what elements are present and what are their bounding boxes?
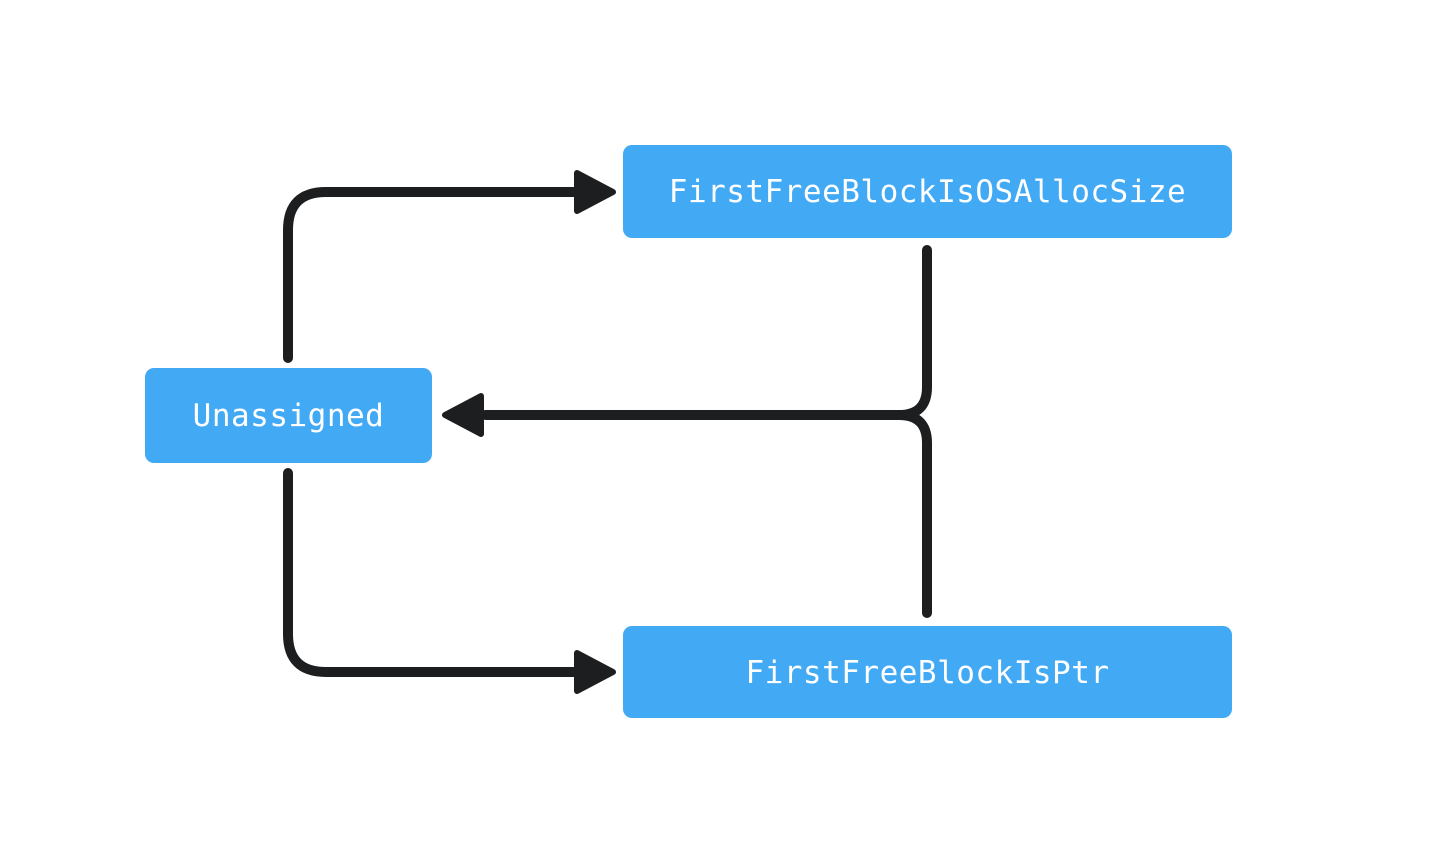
node-firstfreeblockisptr[interactable]: FirstFreeBlockIsPtr [623, 626, 1232, 718]
node-firstfreeblockisosallocsize-label: FirstFreeBlockIsOSAllocSize [669, 174, 1186, 210]
node-unassigned-box [145, 368, 432, 463]
edge-unassigned-to-osallocsize-line [283, 187, 582, 363]
arrowhead-right-icon [574, 170, 616, 214]
node-firstfreeblockisptr-box [623, 626, 1232, 718]
edge-isptr-to-unassigned-line [481, 410, 932, 618]
arrowhead-right-icon [574, 650, 616, 694]
edge-isptr-to-unassigned[interactable] [442, 393, 932, 618]
node-firstfreeblockisosallocsize[interactable]: FirstFreeBlockIsOSAllocSize [623, 145, 1232, 238]
node-firstfreeblockisosallocsize-box [623, 145, 1232, 238]
node-firstfreeblockisptr-label: FirstFreeBlockIsPtr [745, 655, 1109, 691]
edge-unassigned-to-osallocsize[interactable] [283, 170, 616, 363]
edge-unassigned-to-isptr-line [283, 468, 582, 677]
arrowhead-left-icon [442, 393, 484, 437]
edge-unassigned-to-isptr[interactable] [283, 468, 616, 694]
node-unassigned[interactable]: Unassigned [145, 368, 432, 463]
edge-osallocsize-to-unassigned-line [481, 245, 932, 420]
node-unassigned-label: Unassigned [193, 398, 385, 434]
edge-osallocsize-to-unassigned[interactable] [481, 245, 932, 420]
